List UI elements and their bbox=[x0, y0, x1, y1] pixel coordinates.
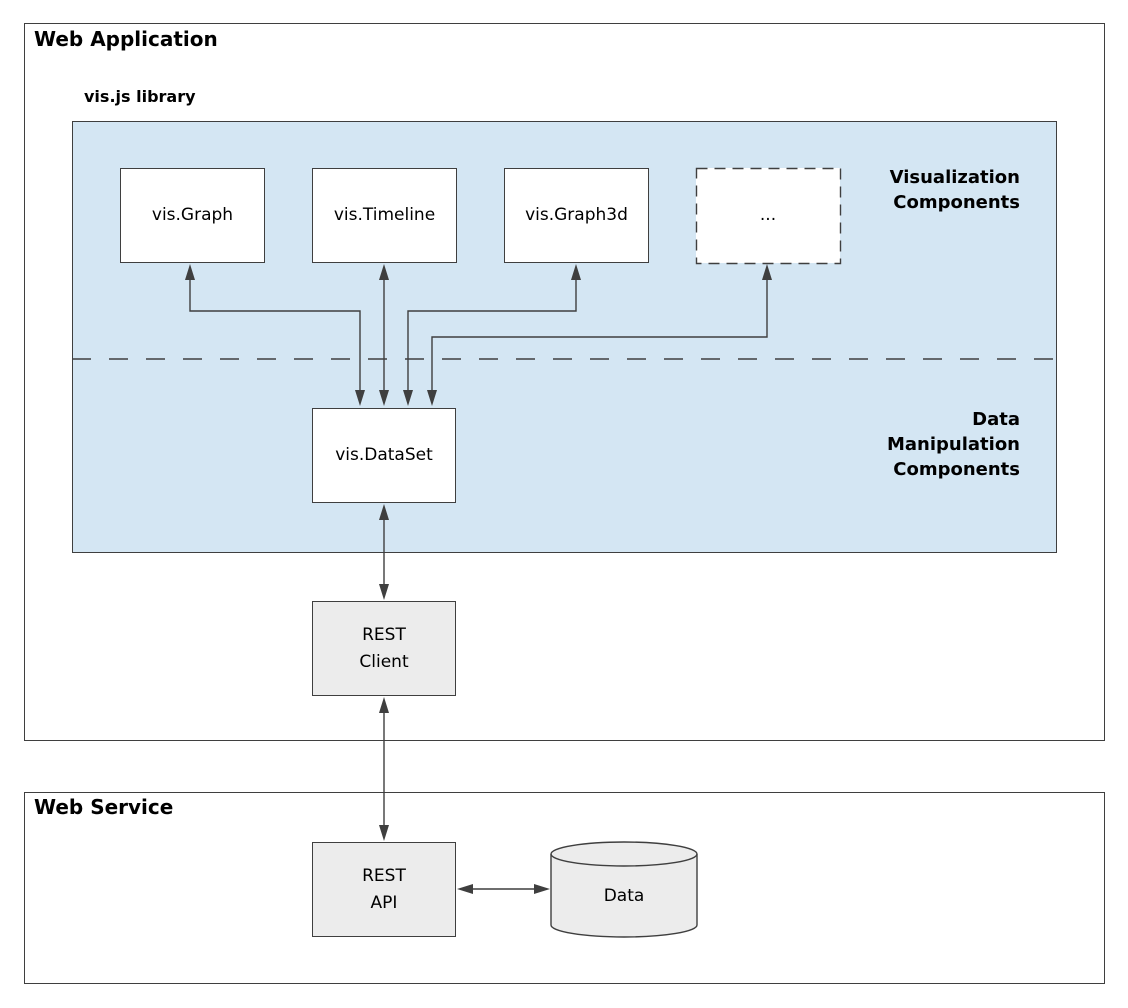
node-vis-timeline: vis.Timeline bbox=[312, 168, 457, 263]
node-more-components-label: ... bbox=[759, 205, 777, 225]
data-store-label: Data bbox=[603, 886, 645, 906]
visualization-components-label: Visualization Components bbox=[889, 167, 1020, 213]
rest-api-line2: API bbox=[370, 892, 398, 913]
node-vis-timeline-label: vis.Timeline bbox=[333, 205, 436, 225]
node-vis-graph-label: vis.Graph bbox=[151, 205, 234, 225]
node-rest-client: REST Client bbox=[312, 601, 456, 696]
node-vis-dataset: vis.DataSet bbox=[312, 408, 456, 503]
rest-api-line1: REST bbox=[362, 865, 406, 886]
node-vis-graph3d-label: vis.Graph3d bbox=[525, 205, 628, 225]
data-manipulation-components-label: Data Manipulation Components bbox=[886, 409, 1020, 480]
rest-client-line2: Client bbox=[359, 651, 409, 672]
web-service-title: Web Service bbox=[34, 795, 174, 819]
node-vis-dataset-label: vis.DataSet bbox=[335, 445, 433, 465]
rest-client-line1: REST bbox=[362, 624, 406, 645]
node-vis-graph: vis.Graph bbox=[120, 168, 265, 263]
node-rest-api: REST API bbox=[312, 842, 456, 937]
web-application-title: Web Application bbox=[34, 27, 218, 51]
node-vis-graph3d: vis.Graph3d bbox=[504, 168, 649, 263]
visjs-library-title: vis.js library bbox=[84, 87, 196, 106]
node-more-components: ... bbox=[696, 168, 840, 263]
